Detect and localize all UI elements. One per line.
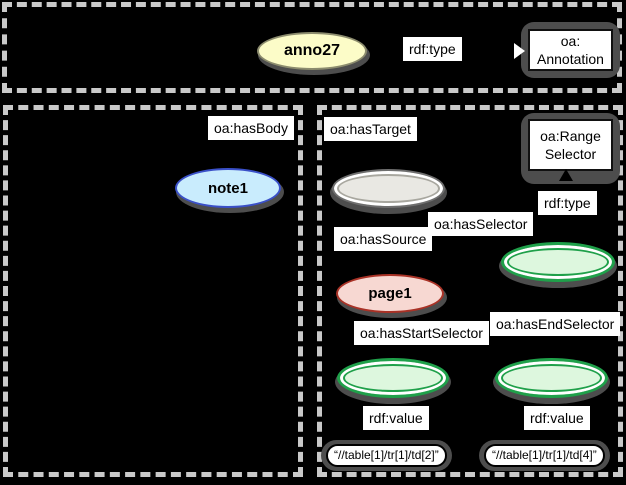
edge-label-has-body: oa:hasBody	[208, 116, 294, 140]
edge-label-has-target: oa:hasTarget	[324, 117, 417, 141]
literal-start-xpath-shadow: “//table[1]/tr[1]/td[2]”	[321, 440, 452, 471]
target-group-box	[317, 105, 623, 477]
edge-label-has-source: oa:hasSource	[334, 227, 433, 251]
blank-node-start-selector	[337, 358, 449, 398]
literal-end-xpath-shadow: “//table[1]/tr[1]/td[4]”	[479, 440, 610, 471]
oa-annotation-line2: Annotation	[537, 51, 604, 67]
body-group-box	[3, 105, 303, 477]
edge-label-has-end-selector: oa:hasEndSelector	[490, 312, 621, 336]
blank-node-target	[332, 169, 445, 208]
note1-node: note1	[175, 168, 281, 208]
oa-annotation-class-shadow: oa: Annotation	[521, 22, 620, 78]
arrowhead-up-icon	[559, 169, 573, 181]
oa-annotation-line1: oa:	[560, 32, 581, 49]
oa-range-selector-line2: Selector	[544, 146, 597, 162]
edge-label-rdf-value-start: rdf:value	[363, 406, 429, 430]
edge-label-rdf-value-end: rdf:value	[524, 406, 590, 430]
literal-end-xpath: “//table[1]/tr[1]/td[4]”	[484, 444, 605, 467]
oa-range-selector-line1: oa:Range	[540, 127, 601, 144]
oa-annotation-class-node: oa: Annotation	[528, 29, 613, 71]
blank-node-range-selector	[501, 242, 615, 282]
edge-label-has-selector: oa:hasSelector	[428, 212, 534, 236]
edge-label-has-start-selector: oa:hasStartSelector	[354, 321, 489, 345]
edge-label-rdf-type-top: rdf:type	[403, 37, 462, 61]
arrowhead-right-icon	[514, 43, 525, 59]
oa-range-selector-class-node: oa:Range Selector	[528, 119, 613, 171]
blank-node-end-selector	[495, 358, 608, 398]
literal-start-xpath: “//table[1]/tr[1]/td[2]”	[326, 444, 447, 467]
page1-node: page1	[336, 274, 444, 313]
edge-label-rdf-type-selector: rdf:type	[538, 191, 597, 215]
anno27-node: anno27	[257, 32, 367, 70]
